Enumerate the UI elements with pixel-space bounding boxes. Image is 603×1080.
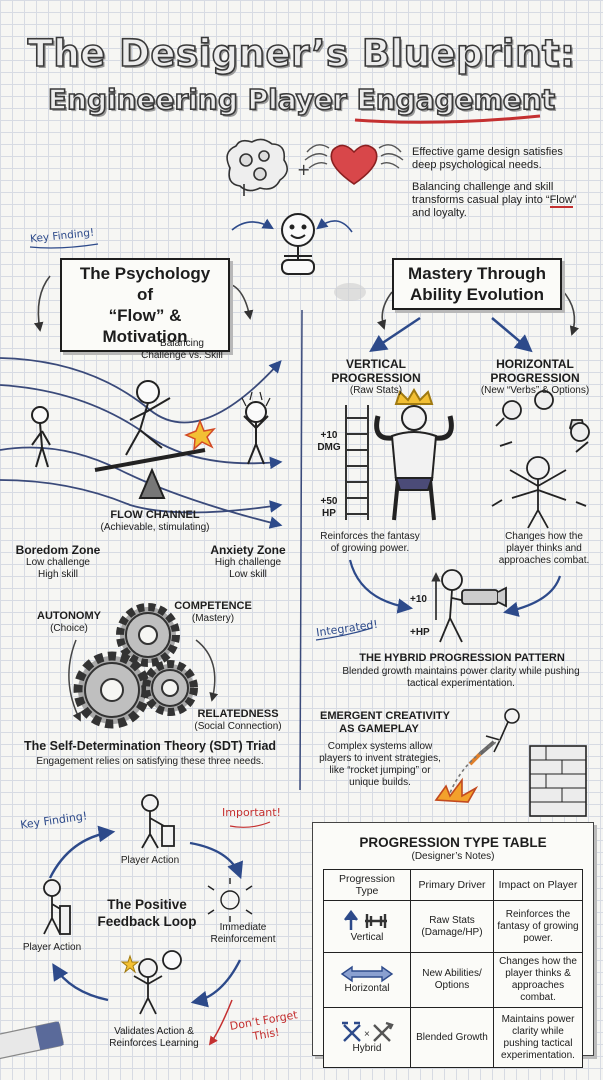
table-cell-driver: Blended Growth [410,1007,494,1068]
loop-top-action: Player Action [120,855,180,866]
winged-heart-icon [304,144,404,185]
feedback-loop-arrows [48,825,244,1008]
hybrid-hp-stat: +HP [410,627,430,638]
page-title: The Designer’s Blueprint: [27,31,576,76]
bottom-player-figure-icon [120,950,182,1015]
hp-stat: +50 HP [320,496,338,519]
rocket-jump-icon [434,708,587,817]
table-cell-driver: New Abilities/ Options [410,952,494,1008]
anxious-figure-icon [241,391,271,465]
important-note: Important! [222,806,281,819]
emergent-title: EMERGENT CREATIVITY AS GAMEPLAY [320,710,450,735]
vertical-desc: Reinforces the fantasy of growing power. [320,531,420,554]
table-row: × Hybrid Blended Growth Maintains power … [323,1007,583,1068]
table-subtitle: (Designer’s Notes) [411,851,495,862]
table-cell-driver: Raw Stats (Damage/HP) [410,900,494,953]
table-cell-type: × Hybrid [323,1007,411,1068]
left-player-figure-icon [43,879,71,935]
title-underline [354,114,541,124]
horizontal-desc: Changes how the player thinks and approa… [498,531,590,566]
svg-text:+: + [297,160,310,179]
sdt-title: The Self-Determination Theory (SDT) Tria… [23,739,277,753]
vertical-progression-label: VERTICAL PROGRESSION (Raw Stats) [331,357,421,396]
table-header-cell: Impact on Player [493,869,583,901]
psychology-heading: The Psychology of “Flow” & Motivation [60,258,230,352]
arrow-up-dumbbell-icon [344,909,387,930]
loop-validates: Validates Action & Reinforces Learning [109,1026,199,1049]
table-cell-impact: Reinforces the fantasy of growing power. [493,900,583,953]
loop-left-action: Player Action [22,942,82,953]
table-cell-type: Vertical [323,900,411,953]
table-cell-type: Horizontal [323,952,411,1008]
autonomy-label: AUTONOMY (Choice) [37,610,101,634]
table-row: Vertical Raw Stats (Damage/HP) Reinforce… [323,900,583,953]
horizontal-progression-label: HORIZONTAL PROGRESSION (New “Verbs” & Op… [480,357,590,396]
bored-figure-icon [31,406,51,468]
page-subtitle: Engineering Player Engagement [47,82,556,117]
emergent-desc: Complex systems allow players to invent … [319,741,441,788]
sdt-subtitle: Engagement relies on satisfying these th… [36,756,264,767]
table-header-cell: Primary Driver [410,869,494,901]
multi-skill-figure-icon [491,390,590,529]
progression-table: Progression Type Primary Driver Impact o… [323,869,583,1068]
double-arrow-icon [340,965,394,983]
hybrid-title: THE HYBRID PROGRESSION PATTERN [359,652,565,664]
flow-channel-label: FLOW CHANNEL [110,509,200,521]
table-title: PROGRESSION TYPE TABLE [359,835,547,850]
brain-icon [226,138,288,196]
dmg-stat: +10 DMG [317,430,341,453]
table-header-cell: Progression Type [323,869,411,901]
key-finding-underline [29,243,99,249]
crossed-tools-icon: × [342,1021,394,1042]
loop-reinforcement: Immediate Reinforcement [210,922,276,945]
gears-icon [73,603,198,729]
charcoal-smudge [334,283,366,301]
eraser-icon [0,1021,64,1060]
flow-channel-sub: (Achievable, stimulating) [100,522,210,533]
reinforcement-burst-icon [207,878,253,922]
top-player-figure-icon [141,794,175,849]
center-divider [299,309,303,791]
table-header-row: Progression Type Primary Driver Impact o… [323,869,583,901]
strongman-icon [374,388,454,521]
hybrid-gunner-icon [431,569,507,643]
impact-star-icon [184,418,217,451]
hybrid-desc: Blended growth maintains power clarity w… [342,666,580,689]
table-cell-impact: Maintains power clarity while pushing ta… [493,1007,583,1068]
flow-highlight: Flow [549,194,573,208]
relatedness-label: RELATEDNESS (Social Connection) [194,708,282,732]
svg-text:×: × [364,1029,370,1040]
table-row: Horizontal New Abilities/ Options Change… [323,952,583,1008]
ladder-icon [345,405,369,520]
table-cell-impact: Changes how the player thinks & approach… [493,952,583,1008]
progression-table-card: PROGRESSION TYPE TABLE (Designer’s Notes… [312,822,594,1068]
balancing-label: Balancing Challenge vs. Skill [141,338,223,361]
anxiety-zone: Anxiety Zone High challenge Low skill [210,543,286,580]
hybrid-stat: +10 [410,594,427,605]
seesaw-runner-icon [94,380,206,499]
loop-title: The Positive Feedback Loop [97,897,197,929]
boredom-zone: Boredom Zone Low challenge High skill [15,543,101,580]
intro-text-1: Effective game design satisfies deep psy… [412,146,563,171]
competence-label: COMPETENCE (Mastery) [174,600,252,624]
intro-text-2: Balancing challenge and skill transforms… [412,181,577,219]
player-controller-icon [281,213,315,275]
mastery-heading: Mastery Through Ability Evolution [392,258,562,310]
